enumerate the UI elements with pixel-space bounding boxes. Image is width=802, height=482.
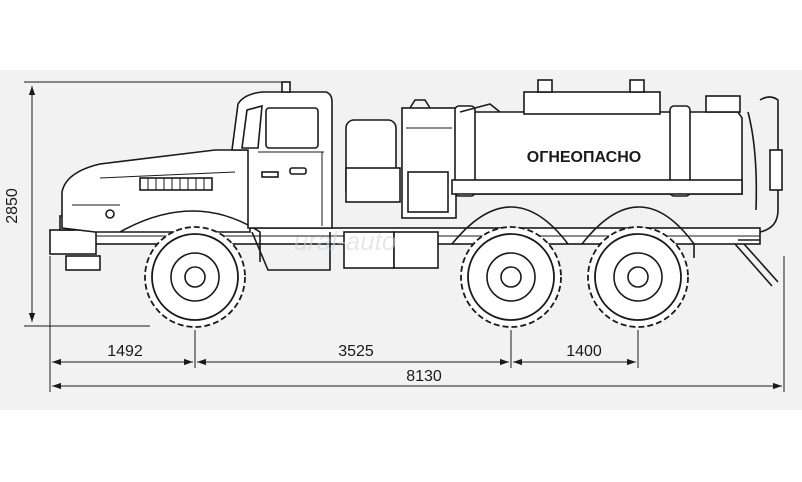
front-wheel [144,226,246,328]
height-dimension: 2850 [4,81,290,327]
hood-grille [139,177,213,191]
tank-warning-label: ОГНЕОПАСНО [527,149,641,166]
rear-hose-pipe [747,96,783,233]
height-value: 2850 [4,188,21,224]
fuel-tank: ОГНЕОПАСНО [451,79,743,197]
cab-door-window [265,107,319,149]
cab [231,81,333,271]
rear-fender-middle [451,206,569,245]
spare-wheel-and-boxes [343,99,457,269]
watermark: ural-auto [294,226,397,256]
overall-length-value: 8130 [406,368,442,385]
wheelbase-value: 3525 [338,343,374,360]
engine-hood [61,149,251,233]
length-dimensions: 1492 3525 1400 8130 [49,256,785,392]
rear-wheel-rear [587,226,689,328]
rear-wheel-middle [460,226,562,328]
cab-roof-light [281,81,291,93]
rear-axle-spacing-value: 1400 [566,343,602,360]
front-overhang-value: 1492 [107,343,143,360]
rear-fender-rear [581,206,695,258]
cab-windshield [241,104,263,149]
